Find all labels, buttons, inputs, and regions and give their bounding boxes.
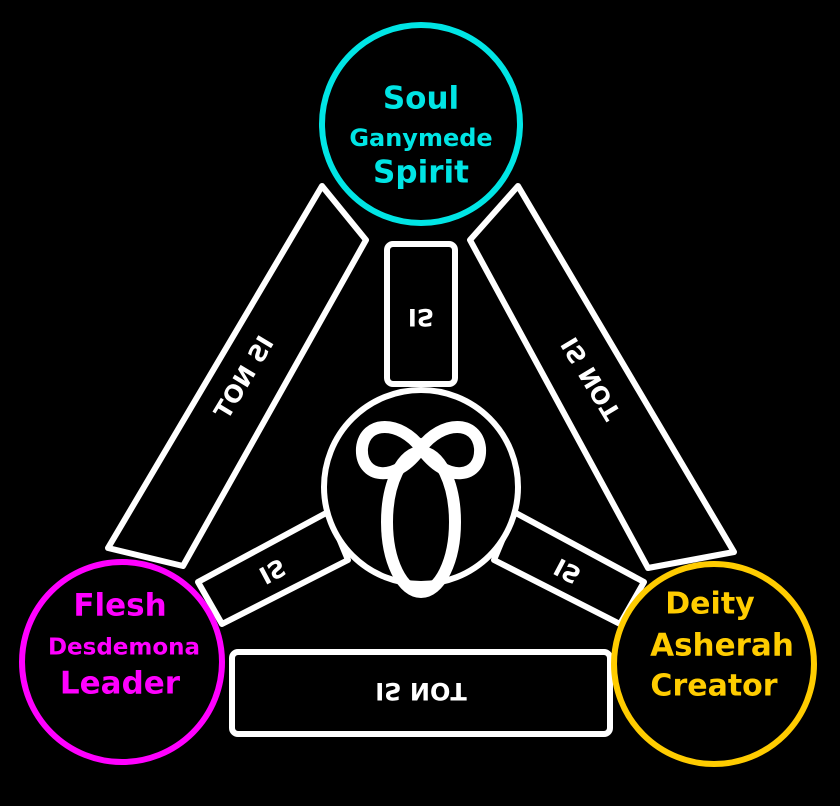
trefoil-knot-icon	[356, 421, 486, 598]
node-soul-line3: Spirit	[373, 155, 469, 191]
edge-right: IS NOT	[467, 183, 737, 571]
center-node	[321, 387, 521, 598]
node-deity-line3: Creator	[650, 669, 777, 704]
node-flesh-line1: Flesh	[73, 588, 166, 624]
spoke-top: IS	[384, 241, 458, 387]
node-soul: Soul Ganymede Spirit	[319, 22, 523, 226]
edge-bottom: IS NOT	[229, 649, 613, 737]
node-flesh-line2: Desdemona	[48, 635, 200, 661]
node-flesh: Flesh Desdemona Leader	[19, 559, 225, 765]
node-deity: Deity Asherah Creator	[611, 561, 817, 767]
node-soul-line2: Ganymede	[349, 124, 492, 152]
spoke-top-label: IS	[408, 303, 434, 331]
spoke-right: IS	[491, 509, 647, 627]
spoke-left: IS	[195, 509, 351, 627]
node-flesh-line3: Leader	[60, 666, 181, 702]
node-deity-line2: Asherah	[650, 628, 794, 664]
node-deity-line1: Deity	[665, 587, 755, 622]
edge-bottom-label: IS NOT	[375, 677, 467, 705]
node-soul-line1: Soul	[383, 81, 459, 117]
